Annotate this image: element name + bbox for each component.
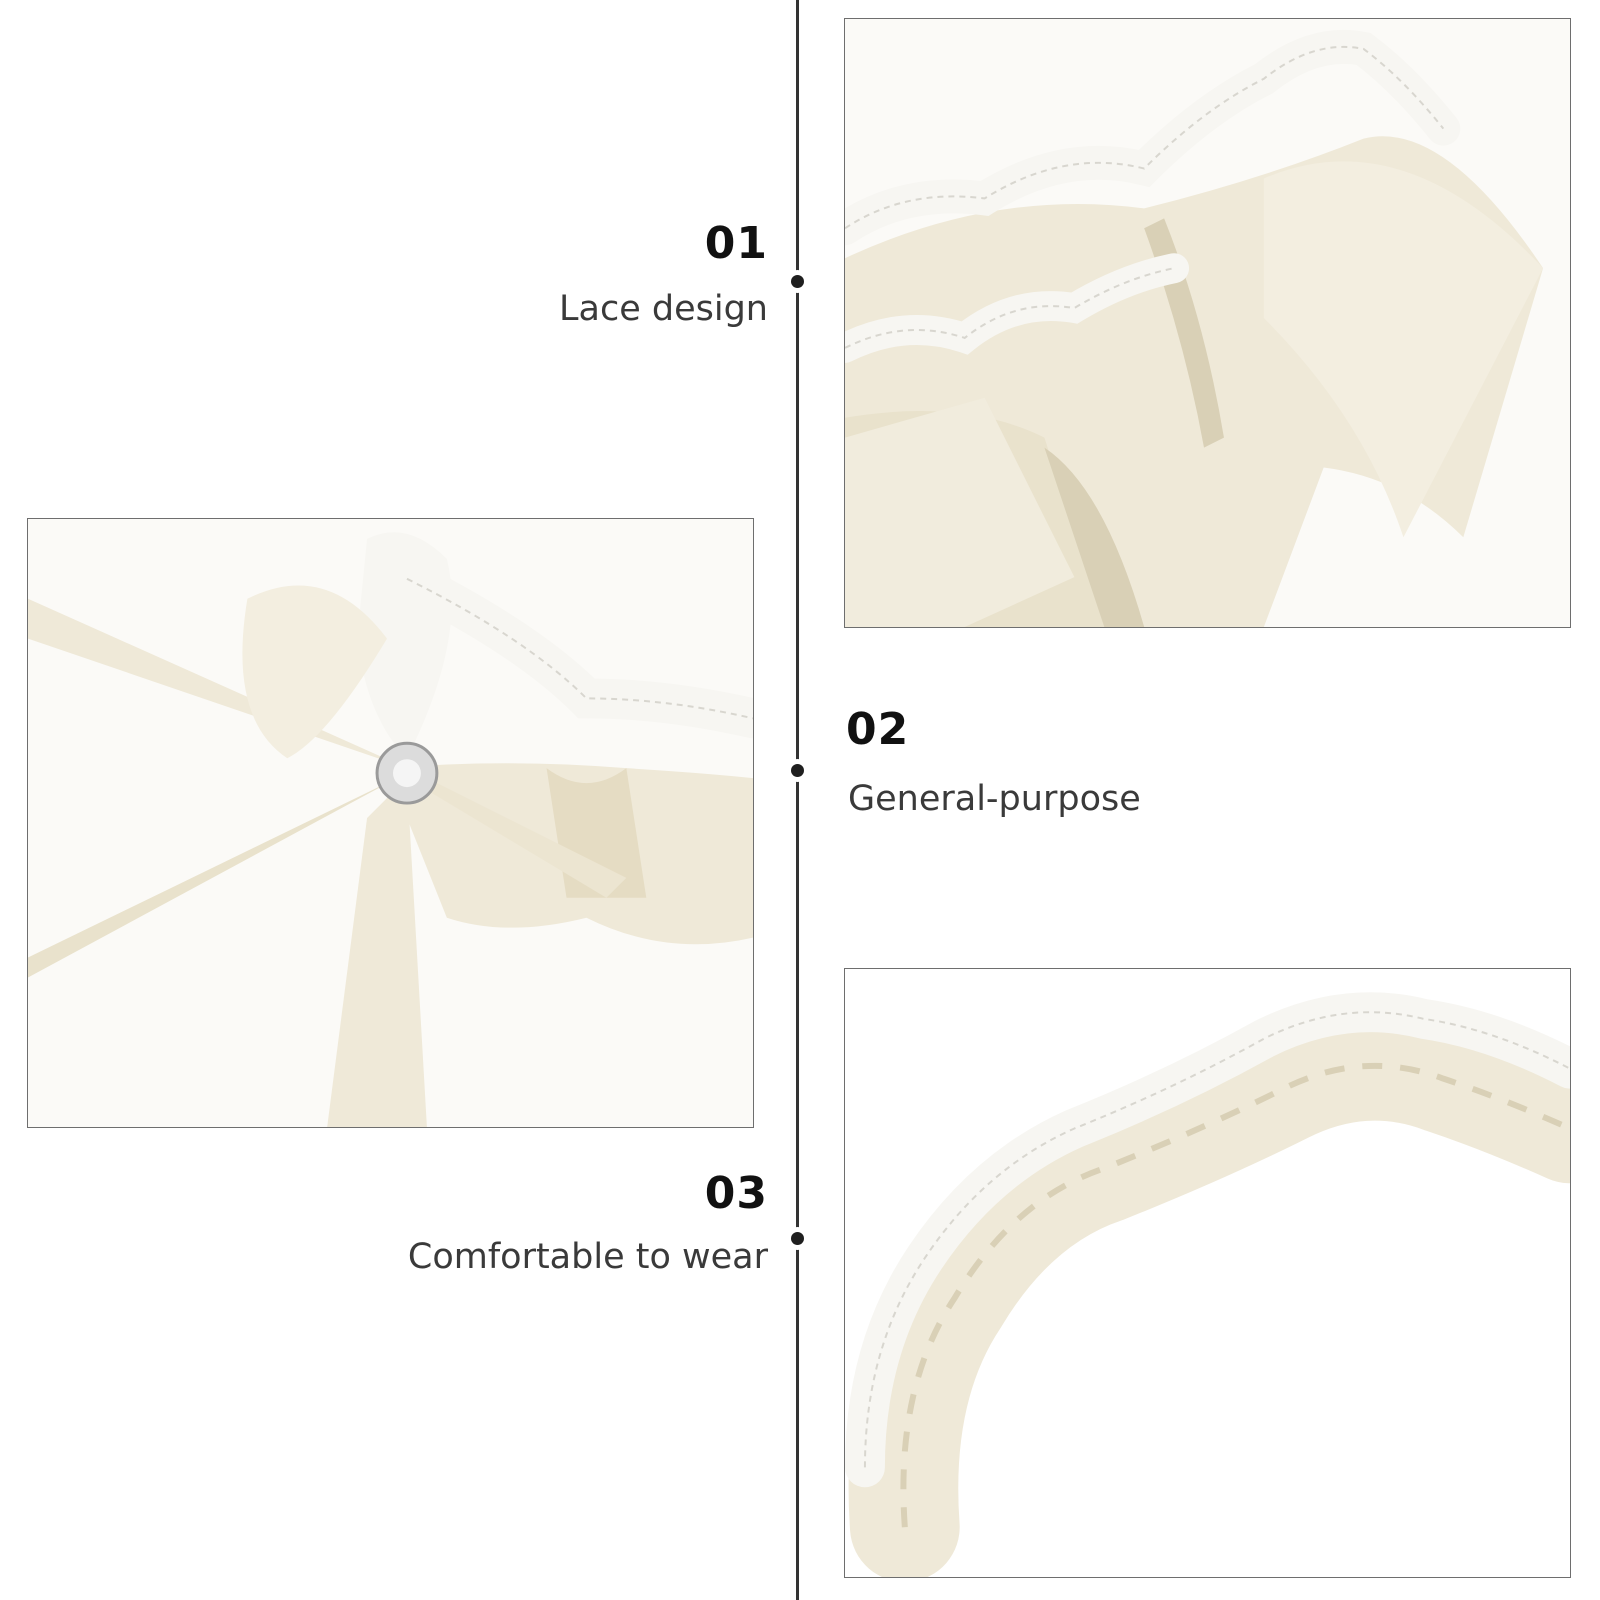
feature-number-2: 02 [846,704,910,755]
feature-label-2: General-purpose [848,779,1141,819]
ruffled-garter-band-photo [844,968,1571,1578]
feature-label-1: Lace design [559,289,768,329]
feature-number-1: 01 [704,218,768,269]
bow-with-rhinestone-photo [27,518,754,1128]
bow-illustration [28,519,753,1127]
timeline-line [796,0,799,1600]
timeline-dot-1 [791,275,804,288]
feature-number-3: 03 [704,1168,768,1219]
garter-band-illustration [845,969,1570,1577]
lace-ruffle-illustration [845,19,1570,627]
timeline-dot-2 [791,764,804,777]
lace-ruffle-closeup-photo [844,18,1571,628]
timeline-dot-3 [791,1232,804,1245]
feature-label-3: Comfortable to wear [407,1237,768,1277]
